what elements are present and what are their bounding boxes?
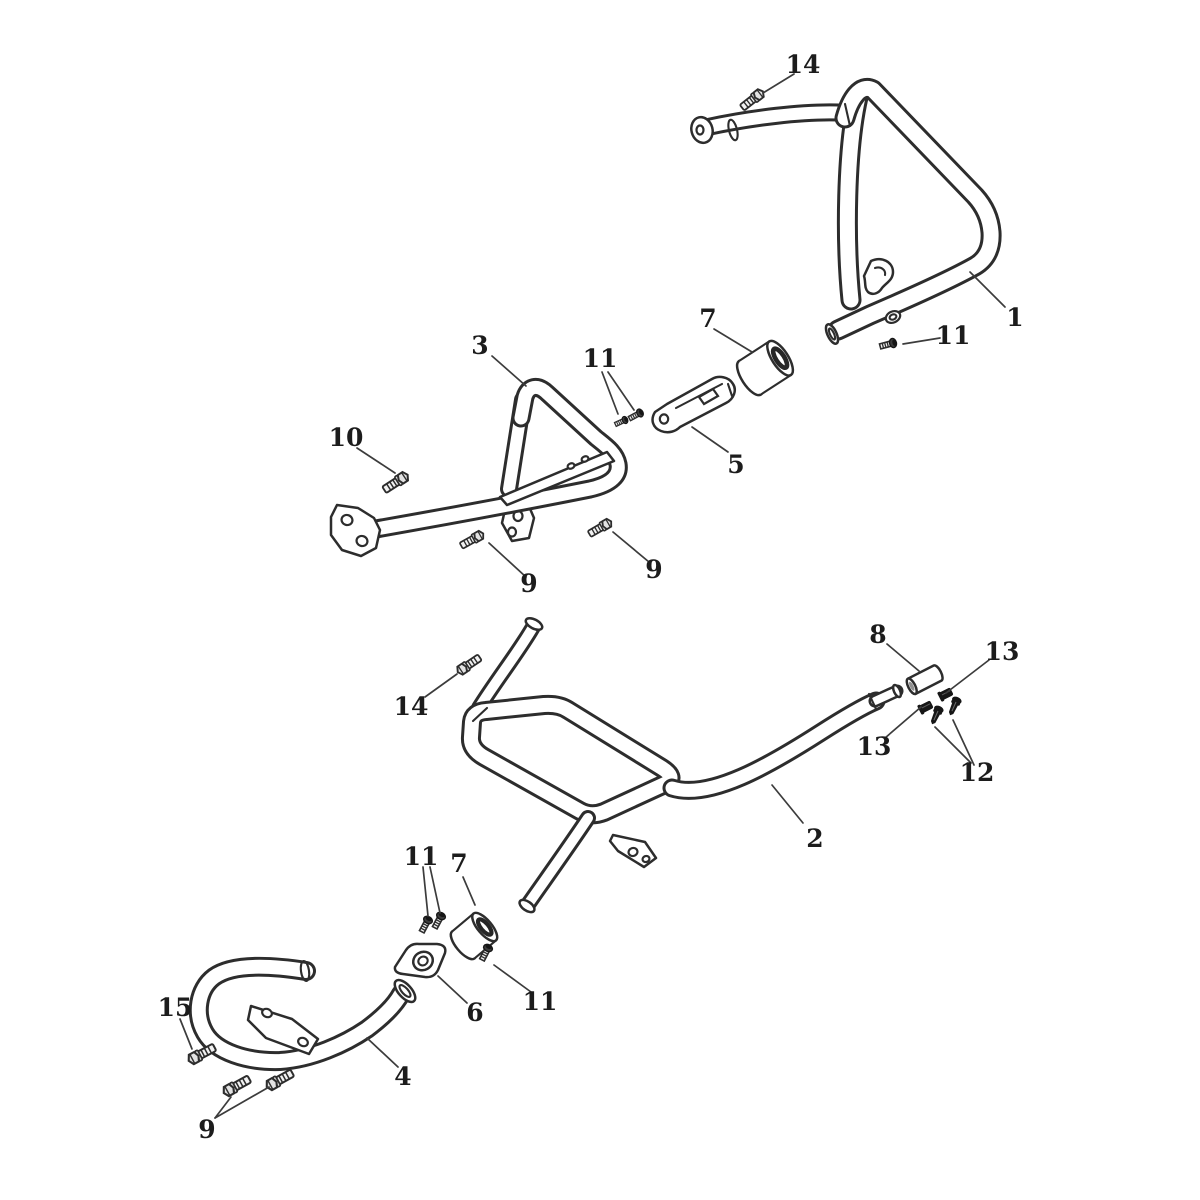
dark-bolt-12-b-dark-bolt	[948, 696, 962, 716]
screw-11-mid-a-screw	[613, 415, 629, 428]
callout-9-midright-leader	[612, 531, 650, 563]
callout-2: 2	[806, 824, 823, 853]
callout-11-single-leader	[493, 964, 532, 993]
bolt-9-bottom-b-hex-bolt	[265, 1069, 295, 1092]
bolt-14-bottom-hex-bolt	[456, 654, 483, 676]
callout-9-bottom: 9	[198, 1115, 215, 1144]
callout-9-bottom-leader	[214, 1086, 270, 1119]
fasteners-layer	[187, 88, 962, 1098]
callout-9-midright: 9	[645, 555, 662, 584]
callout-3: 3	[471, 331, 488, 360]
callout-2-leader	[771, 784, 804, 824]
bolt-9-midleft-hex-bolt	[459, 529, 485, 550]
dark-nut-13-a-dark-nut	[917, 700, 934, 715]
callout-5-leader	[691, 426, 729, 453]
callout-7-top-leader	[713, 328, 753, 353]
callout-15-leader	[179, 1018, 193, 1050]
callout-9-bottom-leader	[214, 1096, 232, 1119]
callout-7-bottom-leader	[462, 876, 476, 906]
callout-11-pair-leader	[422, 866, 429, 917]
screw-11-pair-b-screw	[431, 911, 447, 931]
part-7-bushing-bottom	[449, 911, 499, 961]
bolt-9-bottom-a-hex-bolt	[222, 1075, 252, 1098]
callout-13-top-leader	[945, 659, 990, 694]
part-1-crash-bar-upper	[690, 78, 1002, 345]
callout-14-bottom-leader	[424, 673, 458, 698]
bolt-14-top-hex-bolt	[739, 88, 765, 111]
callout-9-midleft-leader	[488, 542, 527, 578]
screw-11-single-screw	[478, 943, 494, 963]
callout-11-mid: 11	[583, 344, 618, 373]
callout-11-single: 11	[523, 987, 558, 1016]
bolt-15-hex-bolt	[187, 1043, 217, 1066]
dark-bolt-12-a-dark-bolt	[930, 705, 944, 725]
bolt-9-midright-hex-bolt	[587, 517, 613, 538]
callout-10: 10	[329, 423, 364, 452]
callout-13-top: 13	[985, 637, 1020, 666]
callout-8-leader	[886, 643, 920, 672]
callout-14-bottom: 14	[394, 692, 429, 721]
weld-joint-line	[471, 706, 489, 723]
step-line	[867, 692, 878, 711]
callout-11-topright-leader	[902, 337, 941, 345]
callout-7-top: 7	[699, 304, 716, 333]
callout-4: 4	[394, 1062, 411, 1091]
callout-11-topright: 11	[936, 321, 971, 350]
screw-11-topright-screw	[878, 337, 898, 350]
callout-12-leader	[952, 719, 975, 766]
part-7-bushing-top	[735, 339, 795, 397]
callout-14-top-leader	[762, 73, 795, 94]
left-mount-plate	[329, 503, 382, 558]
callout-9-midleft: 9	[520, 569, 537, 598]
callout-3-leader	[491, 355, 527, 387]
bar-hole	[884, 309, 902, 325]
link-slot	[697, 387, 720, 406]
weld-joint-line	[843, 102, 852, 128]
callout-14-top: 14	[786, 50, 821, 79]
callout-12-leader	[934, 726, 972, 764]
callout-13-bottom: 13	[857, 732, 892, 761]
callout-8: 8	[869, 620, 886, 649]
callout-11-mid-leader	[601, 371, 619, 415]
part-3-crash-bar-mid	[329, 377, 628, 558]
part-6-clamp	[393, 942, 447, 979]
callout-7-bottom: 7	[450, 849, 467, 878]
mount-plate	[246, 1004, 320, 1056]
leader-lines-layer	[179, 73, 1006, 1119]
callout-6-leader	[437, 975, 468, 1004]
part-4-crash-bar-bottom-left	[188, 956, 417, 1072]
callout-1-leader	[969, 271, 1006, 308]
callout-4-leader	[366, 1037, 399, 1068]
screw-11-mid-b-screw	[627, 408, 644, 422]
callout-12: 12	[960, 758, 995, 787]
screw-11-pair-a-screw	[418, 915, 434, 935]
callout-11-pair-leader	[429, 866, 441, 914]
bolt-10-hex-bolt	[381, 470, 410, 494]
part-5-link-bracket	[651, 375, 736, 434]
link-hole	[658, 413, 670, 425]
callout-5: 5	[727, 450, 744, 479]
callout-15: 15	[158, 993, 193, 1022]
callout-10-leader	[356, 447, 396, 474]
tube-open-end	[524, 616, 544, 632]
callout-1: 1	[1006, 303, 1023, 332]
callout-13-bottom-leader	[884, 706, 922, 739]
callout-6: 6	[466, 998, 483, 1027]
part-2-crash-bar-lower	[460, 616, 904, 914]
tube-open-end	[518, 898, 536, 914]
hook-detail	[862, 257, 895, 296]
callout-11-pair: 11	[404, 842, 439, 871]
tube-end-cap	[299, 960, 311, 982]
part-8-sleeve	[905, 664, 944, 696]
callout-11-mid-leader	[607, 371, 635, 411]
